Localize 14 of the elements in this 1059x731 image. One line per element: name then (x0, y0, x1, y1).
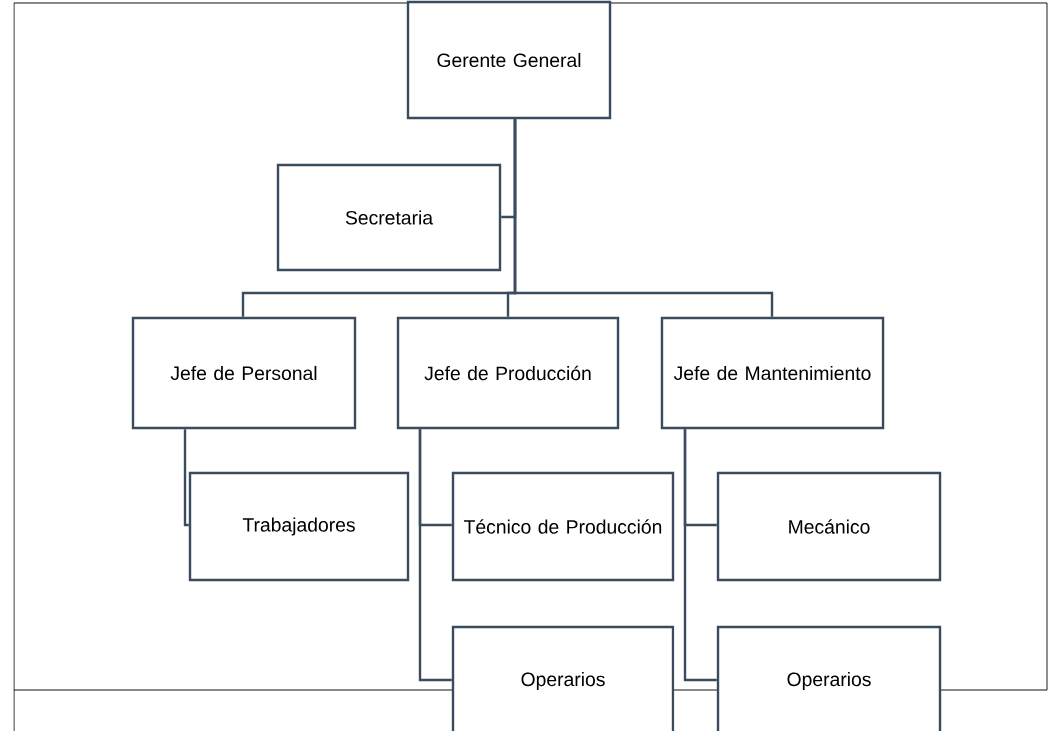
connector-line (513, 119, 774, 317)
role-box: Jefe de Mantenimiento (660, 316, 885, 430)
role-box: Mecánico (716, 471, 942, 582)
role-box: Gerente General (406, 0, 612, 120)
connector-line (683, 429, 717, 682)
role-box: Técnico de Producción (451, 471, 675, 582)
role-box: Operarios (451, 625, 675, 731)
role-box: Operarios (716, 625, 942, 731)
role-box: Secretaria (276, 163, 502, 272)
connector-line (183, 429, 189, 527)
role-box: Jefe de Personal (131, 316, 357, 430)
role-box: Jefe de Producción (396, 316, 620, 430)
role-box: Trabajadores (188, 471, 410, 582)
connector-line (418, 429, 452, 682)
